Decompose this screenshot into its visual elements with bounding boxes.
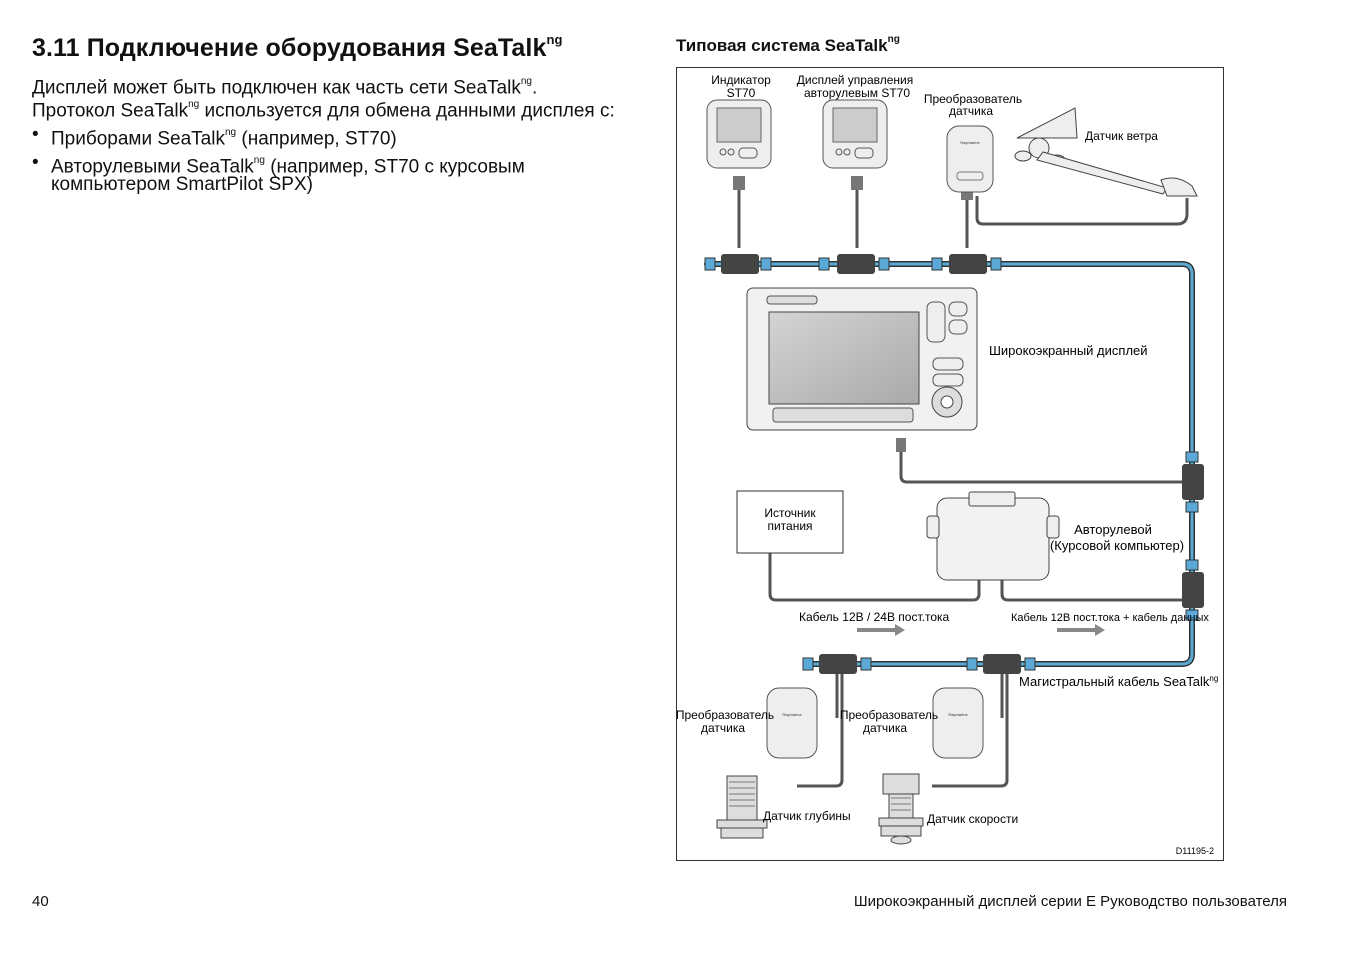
footer-title: Широкоэкранный дисплей серии E Руководст… [853, 893, 1287, 910]
intro-line-2: Протокол SeaTalkng используется для обме… [32, 99, 615, 122]
depth-converter-label-2: датчика [701, 721, 745, 735]
course-computer-device [926, 491, 1060, 581]
brand-logo: Raymarine [960, 140, 980, 145]
cable-power-label: Кабель 12В / 24В пост.тока [799, 610, 950, 624]
tee-connectors [704, 176, 1204, 674]
section-title: 3.11 Подключение оборудования SeaTalkng [32, 31, 563, 62]
speed-sensor-device [878, 773, 924, 845]
autopilot-control-label-2: авторулевым ST70 [804, 86, 910, 100]
page-number: 40 [32, 893, 49, 910]
power-source-box: Источник питания [736, 490, 844, 554]
indicator-label-1: Индикатор [711, 73, 771, 87]
arrow-right-icon [895, 624, 905, 636]
autopilot-label-1: Авторулевой [1074, 522, 1152, 537]
widescreen-display-label: Широкоэкранный дисплей [989, 343, 1148, 358]
depth-converter-label-1: Преобразователь [677, 708, 774, 722]
wind-sensor-device [1014, 107, 1198, 197]
st70-indicator-device [706, 99, 772, 169]
depth-transducer-converter: Raymarine [766, 687, 818, 759]
intro-line-1: Дисплей может быть подключен как часть с… [32, 76, 538, 99]
cable-power-data-label: Кабель 12В пост.тока + кабель данных [1011, 612, 1209, 624]
power-label-2: питания [767, 519, 812, 533]
wind-sensor-label: Датчик ветра [1085, 129, 1158, 143]
speed-converter-label-1: Преобразователь [840, 708, 938, 722]
widescreen-display-device [746, 287, 978, 431]
st70-autopilot-control-device [822, 99, 888, 169]
backbone-cable [704, 261, 1195, 667]
arrow-right-icon [1095, 624, 1105, 636]
wind-converter-label-2: датчика [949, 104, 993, 118]
autopilot-control-label-1: Дисплей управления [797, 73, 914, 87]
wind-transducer-converter: Raymarine [946, 125, 994, 193]
power-label-1: Источник [764, 506, 816, 520]
backbone-label: Магистральный кабель SeaTalkng [1019, 674, 1218, 689]
figure-id: D11195-2 [1176, 846, 1214, 856]
speed-sensor-label: Датчик скорости [927, 812, 1018, 826]
speed-transducer-converter: Raymarine [932, 687, 984, 759]
indicator-label-2: ST70 [727, 86, 756, 100]
system-diagram: Индикатор ST70 Дисплей управления автору… [676, 67, 1224, 861]
spur-cables [737, 188, 1189, 788]
depth-sensor-label: Датчик глубины [763, 809, 851, 823]
wind-converter-label-1: Преобразователь [924, 92, 1022, 106]
brand-logo: Raymarine [782, 712, 802, 717]
figure-title: Типовая система SeaTalkng [676, 34, 900, 55]
speed-converter-label-2: датчика [863, 721, 907, 735]
depth-sensor-device [716, 775, 768, 839]
autopilot-label-2: (Курсовой компьютер) [1050, 538, 1184, 553]
brand-logo: Raymarine [948, 712, 968, 717]
